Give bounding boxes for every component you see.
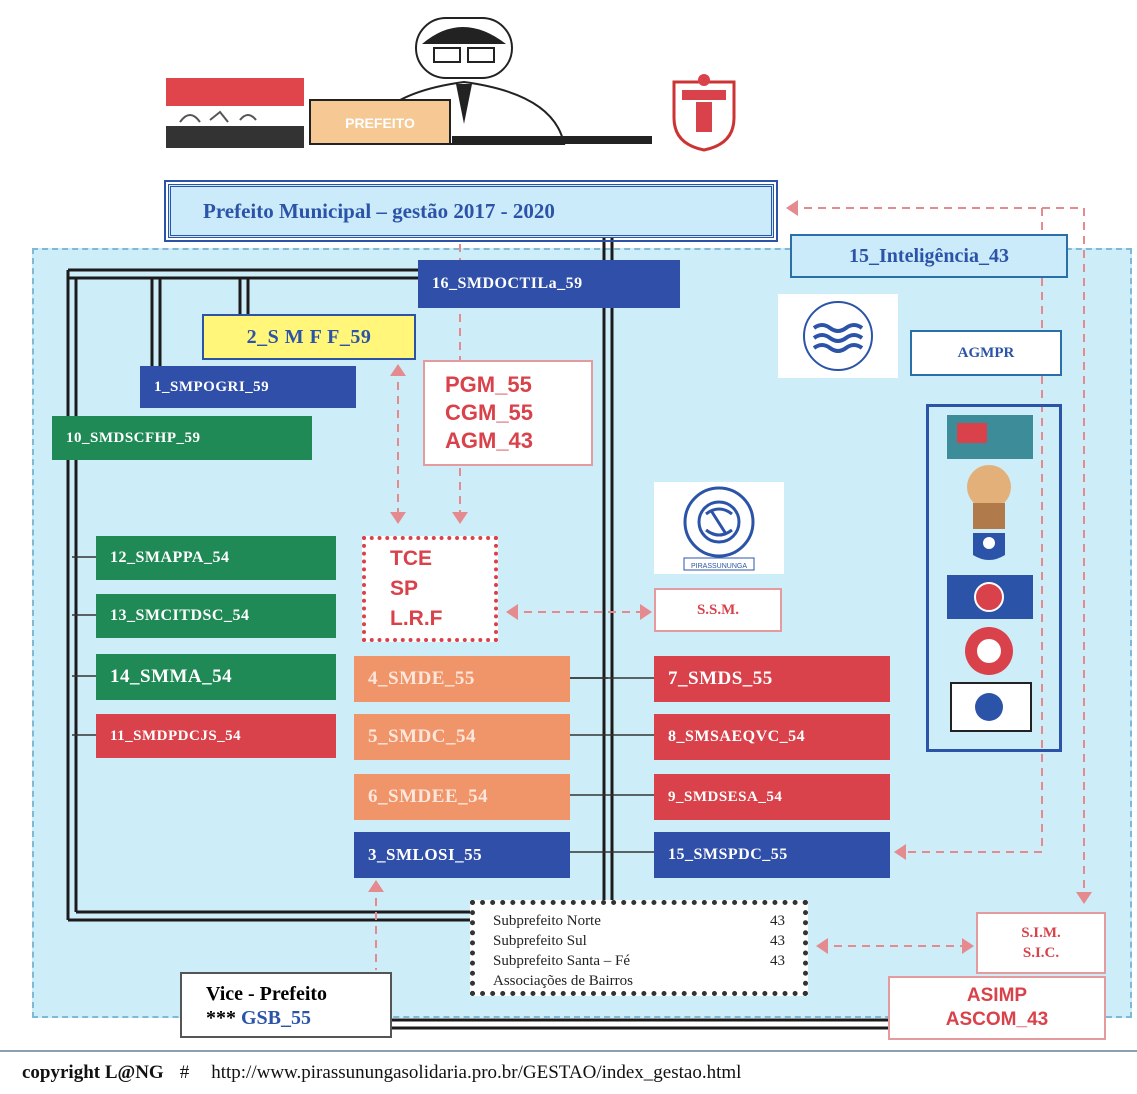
secretariat-7-label: 7_SMDS_55 [668, 668, 773, 689]
footer-url-link[interactable]: http://www.pirassunungasolidaria.pro.br/… [211, 1062, 742, 1083]
city-coat-of-arms-icon [672, 74, 736, 152]
subprefeitura-name: Associações de Bairros [493, 973, 633, 989]
sic-label: S.I.C. [1022, 945, 1060, 961]
subprefeitura-row: Subprefeito Norte 43 [493, 911, 785, 931]
gsb-line: *** GSB_55 [206, 1006, 390, 1030]
vice-mayor-box: Vice - Prefeito *** GSB_55 [180, 972, 392, 1038]
secretariat-4-label: 4_SMDE_55 [368, 668, 475, 689]
sim-sic-box: S.I.M. S.I.C. [976, 912, 1106, 974]
subprefeitura-value: 43 [770, 953, 785, 969]
secretariat-3: 3_SMLOSI_55 [354, 832, 570, 878]
secretariat-4: 4_SMDE_55 [354, 656, 570, 702]
agmpr-water-logo-icon [778, 294, 898, 378]
secretariat-8: 8_SMSAEQVC_54 [654, 714, 890, 760]
secretariat-7: 7_SMDS_55 [654, 656, 890, 702]
desk-sign: PREFEITO [345, 115, 415, 131]
subprefeitura-name: Subprefeito Norte [493, 913, 601, 929]
ssm-label: S.S.M. [696, 601, 740, 618]
gsb-label: GSB [241, 1007, 282, 1029]
security-emblems-panel [926, 404, 1062, 752]
asimp-ascom-box: ASIMP ASCOM_43 [888, 976, 1106, 1040]
secretariat-12: 12_SMAPPA_54 [96, 536, 336, 580]
ssm-box: S.S.M. [654, 588, 782, 632]
asimp-label: ASIMP [966, 985, 1028, 1006]
secretariat-9: 9_SMDSESA_54 [654, 774, 890, 820]
tce-line3: L.R.F [390, 607, 443, 630]
secretariat-10-label: 10_SMDSCFHP_59 [66, 429, 201, 446]
secretariat-15-label: 15_SMSPDC_55 [668, 846, 788, 863]
copyright-text: copyright L@NG [22, 1062, 164, 1083]
secretariat-13: 13_SMCITDSC_54 [96, 594, 336, 638]
tce-line2: SP [390, 577, 419, 600]
subprefeitura-name: Subprefeito Sul [493, 933, 587, 949]
security-emblems-icon [947, 415, 1033, 732]
secretariat-6: 6_SMDEE_54 [354, 774, 570, 820]
subprefeitura-value: 43 [770, 933, 785, 949]
secretariat-6-label: 6_SMDEE_54 [368, 786, 489, 807]
mayor-title-box: Prefeito Municipal – gestão 2017 - 2020 [164, 180, 778, 242]
legal-organs-box: PGM_55 CGM_55 AGM_43 [423, 360, 593, 466]
agmpr-box: AGMPR [910, 330, 1062, 376]
vice-mayor-title: Vice - Prefeito [206, 983, 328, 1005]
secretariat-13-label: 13_SMCITDSC_54 [110, 607, 250, 624]
tce-box: TCE SP L.R.F [362, 536, 498, 642]
subprefeitura-name: Subprefeito Santa – Fé [493, 953, 631, 969]
secretariat-11: 11_SMDPDCJS_54 [96, 714, 336, 758]
agm-label: AGM_43 [445, 428, 534, 453]
union-seal-text: PIRASSUNUNGA [691, 563, 747, 570]
intelligence-label: 15_Inteligência_43 [849, 244, 1009, 267]
gsb-suffix: _55 [281, 1007, 312, 1029]
mayor-title: Prefeito Municipal – gestão 2017 - 2020 [203, 198, 555, 223]
footer-hash: # [179, 1062, 190, 1083]
secretariat-16-label: 16_SMDOCTILa_59 [432, 275, 583, 292]
cgm-label: CGM_55 [445, 400, 534, 425]
secretariat-2-label: 2_S M F F_59 [246, 325, 372, 348]
agmpr-label: AGMPR [957, 344, 1015, 361]
secretariat-16: 16_SMDOCTILa_59 [418, 260, 680, 308]
secretariat-5: 5_SMDC_54 [354, 714, 570, 760]
ascom-label: ASCOM_43 [945, 1009, 1049, 1030]
pgm-label: PGM_55 [445, 372, 532, 397]
secretariat-11-label: 11_SMDPDCJS_54 [110, 727, 242, 744]
subprefeitura-value: 43 [770, 913, 785, 929]
secretariat-10: 10_SMDSCFHP_59 [52, 416, 312, 460]
footer: copyright L@NG # http://www.pirassununga… [0, 1050, 1137, 1094]
union-seal-icon: PIRASSUNUNGA [654, 482, 784, 574]
subprefeitura-row: Subprefeito Santa – Fé 43 [493, 951, 785, 971]
sim-label: S.I.M. [1021, 925, 1061, 941]
secretariat-14-label: 14_SMMA_54 [110, 666, 233, 687]
secretariat-1: 1_SMPOGRI_59 [140, 366, 356, 408]
secretariat-2: 2_S M F F_59 [202, 314, 416, 360]
secretariat-14: 14_SMMA_54 [96, 654, 336, 700]
secretariat-9-label: 9_SMDSESA_54 [668, 788, 783, 805]
secretariat-15: 15_SMSPDC_55 [654, 832, 890, 878]
mayor-illustration-icon: PREFEITO [166, 17, 652, 148]
secretariat-1-label: 1_SMPOGRI_59 [154, 378, 270, 395]
subprefeitura-row: Associações de Bairros [493, 971, 785, 991]
intelligence-box: 15_Inteligência_43 [790, 234, 1068, 278]
secretariat-5-label: 5_SMDC_54 [368, 726, 476, 747]
subprefeitura-row: Subprefeito Sul 43 [493, 931, 785, 951]
subprefeituras-box: Subprefeito Norte 43 Subprefeito Sul 43 Su… [470, 900, 808, 996]
secretariat-8-label: 8_SMSAEQVC_54 [668, 728, 806, 745]
secretariat-3-label: 3_SMLOSI_55 [368, 845, 483, 864]
tce-line1: TCE [390, 547, 432, 570]
secretariat-12-label: 12_SMAPPA_54 [110, 549, 230, 566]
gsb-stars: *** [206, 1007, 236, 1029]
